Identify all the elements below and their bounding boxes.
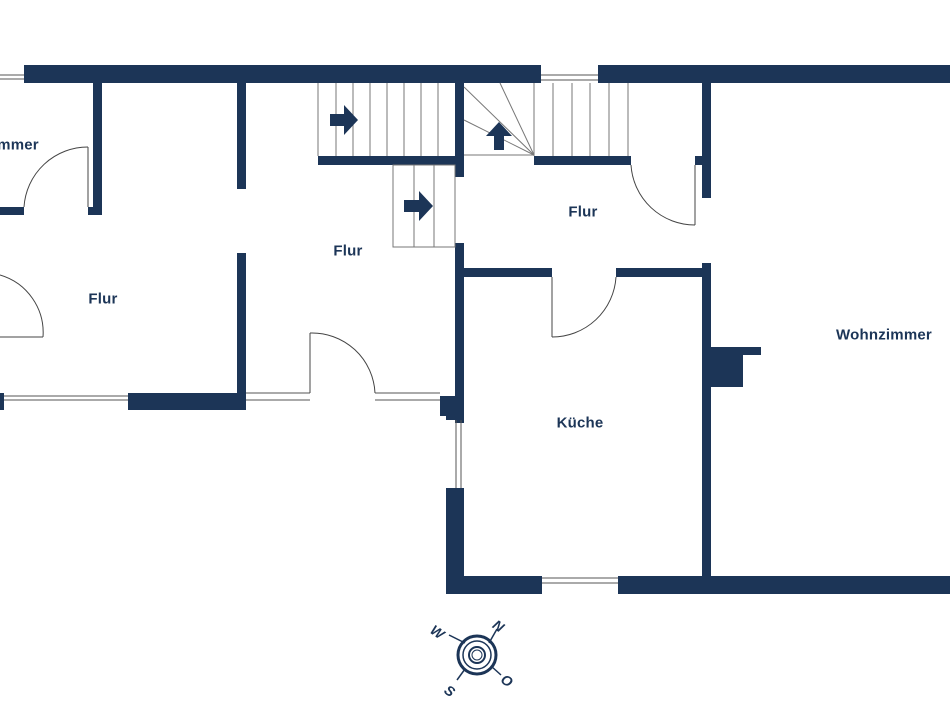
compass-labels: N O S W (427, 616, 516, 700)
arrow-up-icon (486, 122, 512, 150)
room-label-flur-upper-right: Flur (568, 203, 598, 221)
compass-south: S (441, 682, 458, 701)
room-label-flur-left: Flur (88, 290, 118, 308)
stair-arrows (330, 105, 512, 221)
arrow-right-icon (404, 191, 433, 221)
arrow-right-icon (330, 105, 358, 135)
walls (0, 65, 950, 594)
compass-north: N (490, 616, 508, 635)
compass-west: W (427, 622, 448, 644)
doors (0, 146, 696, 394)
windows (0, 74, 618, 584)
room-label-wohnzimmer: Wohnzimmer (836, 326, 932, 344)
room-label-flur-center: Flur (333, 242, 363, 260)
room-label-kueche: Küche (556, 414, 604, 432)
compass-icon (448, 628, 502, 681)
room-label-zimmer: mmer (0, 136, 39, 154)
